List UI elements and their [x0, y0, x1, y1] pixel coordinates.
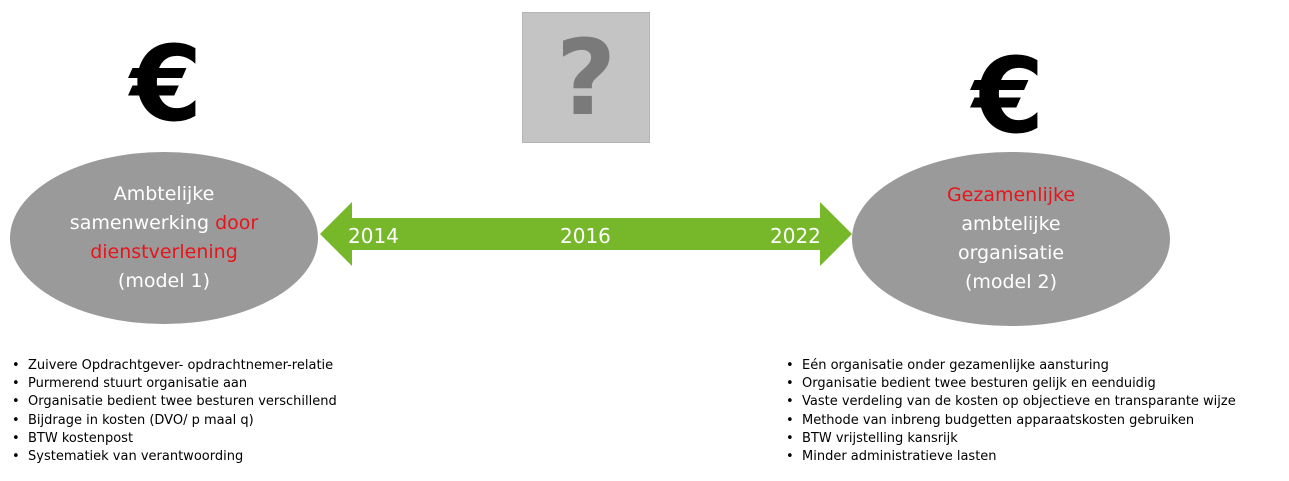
list-item-text: BTW kostenpost — [28, 430, 134, 446]
list-item: • Minder administratieve lasten — [780, 448, 1236, 466]
list-item-text: Zuivere Opdrachtgever- opdrachtnemer-rel… — [28, 358, 334, 373]
bullet-icon: • — [12, 394, 20, 410]
list-item: • Bijdrage in kosten (DVO/ p maal q) — [6, 412, 337, 430]
model2-line2: ambtelijke — [961, 213, 1061, 235]
model1-line4: (model 1) — [117, 270, 211, 292]
model2-ellipse: Gezamenlijke ambtelijke organisatie (mod… — [852, 152, 1170, 326]
model1-bullet-list: • Zuivere Opdrachtgever- opdrachtnemer-re… — [6, 357, 337, 466]
question-mark-icon: ? — [555, 16, 617, 139]
bullet-icon: • — [12, 376, 20, 392]
list-item: • Eén organisatie onder gezamenlijke aans… — [780, 357, 1236, 375]
year-middle-label: 2016 — [560, 224, 611, 248]
model2-line4: (model 2) — [964, 271, 1058, 293]
list-item: • Systematiek van verantwoording — [6, 448, 337, 466]
list-item-text: Methode van inbreng budgetten apparaatsk… — [802, 412, 1195, 428]
bullet-icon: • — [786, 430, 794, 446]
model1-ellipse: Ambtelijke samenwerking door dienstverle… — [10, 152, 318, 324]
model1-line2-highlight: door — [215, 212, 259, 234]
list-item-text: Organisatie bedient twee besturen versch… — [28, 394, 337, 410]
list-item: • BTW kostenpost — [6, 430, 337, 448]
model1-line2: samenwerking — [69, 212, 210, 234]
list-item-text: Vaste verdeling van de kosten op objecti… — [802, 394, 1236, 410]
model2-line1-highlight: Gezamenlijke — [946, 184, 1076, 206]
list-item-text: Organisatie bedient twee besturen gelijk… — [802, 376, 1156, 392]
bullet-icon: • — [12, 358, 20, 373]
list-item-text: BTW vrijstelling kansrijk — [802, 430, 958, 446]
bullet-icon: • — [786, 376, 794, 392]
model1-line1: Ambtelijke — [113, 183, 215, 205]
list-item-text: Eén organisatie onder gezamenlijke aanst… — [802, 358, 1109, 373]
list-item: • Methode van inbreng budgetten apparaats… — [780, 412, 1236, 430]
list-item: • Organisatie bedient twee besturen versc… — [6, 393, 337, 411]
model1-ellipse-text: Ambtelijke samenwerking door dienstverle… — [70, 180, 258, 296]
model2-ellipse-text: Gezamenlijke ambtelijke organisatie (mod… — [947, 181, 1075, 297]
model1-line3-highlight: dienstverlening — [90, 241, 238, 263]
list-item: • Vaste verdeling van de kosten op object… — [780, 393, 1236, 411]
list-item-text: Minder administratieve lasten — [802, 448, 997, 464]
model2-bullet-list: • Eén organisatie onder gezamenlijke aans… — [780, 357, 1236, 466]
bullet-icon: • — [12, 412, 20, 428]
list-item-text: Systematiek van verantwoording — [28, 448, 244, 464]
euro-icon-right: € — [972, 35, 1045, 157]
question-mark-box: ? — [522, 12, 650, 143]
list-item-text: Purmerend stuurt organisatie aan — [28, 376, 248, 392]
list-item: • Purmerend stuurt organisatie aan — [6, 375, 337, 393]
timeline-arrow-shape — [320, 202, 852, 266]
double-arrow-icon — [320, 202, 852, 266]
list-item-text: Bijdrage in kosten (DVO/ p maal q) — [28, 412, 254, 428]
list-item: • Zuivere Opdrachtgever- opdrachtnemer-re… — [6, 357, 337, 375]
year-start-label: 2014 — [348, 224, 399, 248]
bullet-icon: • — [786, 448, 794, 464]
bullet-icon: • — [12, 448, 20, 464]
model2-line3: organisatie — [957, 242, 1065, 264]
list-item: • Organisatie bedient twee besturen gelij… — [780, 375, 1236, 393]
year-end-label: 2022 — [770, 224, 821, 248]
bullet-icon: • — [12, 430, 20, 446]
euro-icon-left: € — [130, 23, 203, 145]
bullet-icon: • — [786, 394, 794, 410]
list-item: • BTW vrijstelling kansrijk — [780, 430, 1236, 448]
bullet-icon: • — [786, 412, 794, 428]
bullet-icon: • — [786, 358, 794, 373]
